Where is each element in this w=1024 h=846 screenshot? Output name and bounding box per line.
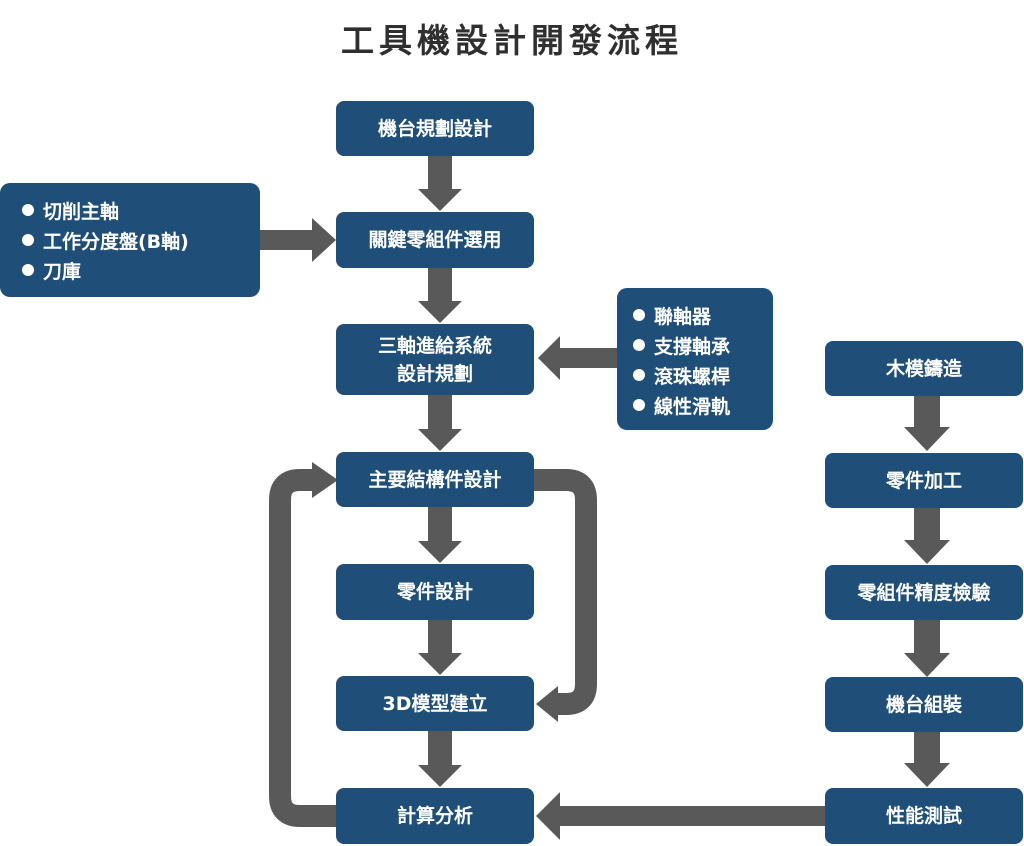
step-wood-pattern-casting: 木模鑄造 <box>825 341 1023 396</box>
arrow-select-to-axis <box>418 268 462 323</box>
list-item: 滾珠螺桿 <box>633 360 773 390</box>
left-input-list-box: 切削主軸 工作分度盤(B軸) 刀庫 <box>0 183 260 297</box>
list-item: 支撐軸承 <box>633 330 773 360</box>
step-part-machining: 零件加工 <box>825 453 1023 508</box>
arrow-parts-to-model <box>418 620 462 675</box>
arrow-plan-to-select <box>418 156 462 211</box>
arrow-test-to-analysis <box>536 792 825 840</box>
arrow-axis-to-structure <box>418 395 462 451</box>
bullet-icon <box>633 339 645 351</box>
step-precision-inspection: 零組件精度檢驗 <box>825 565 1023 620</box>
bullet-icon <box>22 204 34 216</box>
bullet-icon <box>633 369 645 381</box>
loop-analysis-to-structure-head <box>312 462 338 498</box>
step-3d-modeling: 3D模型建立 <box>336 676 534 731</box>
step-machine-assembly: 機台組裝 <box>825 677 1023 732</box>
diagram-title: 工具機設計開發流程 <box>341 21 683 60</box>
step-analysis: 計算分析 <box>336 788 534 844</box>
arrow-machining-to-inspection <box>904 508 950 564</box>
arrow-inspection-to-assembly <box>904 620 950 677</box>
list-item: 聯軸器 <box>633 300 773 330</box>
arrow-model-to-analysis <box>418 731 462 787</box>
loop-analysis-to-structure <box>269 469 336 827</box>
loop-structure-to-model <box>534 469 597 715</box>
arrow-mid-inputs <box>538 336 617 380</box>
step-three-axis-feed-planning: 三軸進給系統 設計規劃 <box>336 324 534 395</box>
list-item: 工作分度盤(B軸) <box>22 225 260 255</box>
mid-input-list-box: 聯軸器 支撐軸承 滾珠螺桿 線性滑軌 <box>617 288 773 430</box>
arrow-structure-to-parts <box>418 507 462 563</box>
list-item: 切削主軸 <box>22 195 260 225</box>
bullet-icon <box>22 234 34 246</box>
list-item: 線性滑軌 <box>633 390 773 420</box>
list-item: 刀庫 <box>22 255 260 285</box>
bullet-icon <box>22 264 34 276</box>
step-part-design: 零件設計 <box>336 564 534 620</box>
step-performance-test: 性能測試 <box>825 788 1023 844</box>
loop-structure-to-model-head <box>536 686 558 722</box>
step-key-component-selection: 關鍵零組件選用 <box>336 212 534 268</box>
arrow-left-inputs <box>260 218 336 262</box>
step-main-structure-design: 主要結構件設計 <box>336 452 534 507</box>
step-machine-planning: 機台規劃設計 <box>336 101 534 156</box>
bullet-icon <box>633 309 645 321</box>
bullet-icon <box>633 399 645 411</box>
arrow-casting-to-machining <box>904 396 950 451</box>
arrow-assembly-to-test <box>904 732 950 787</box>
